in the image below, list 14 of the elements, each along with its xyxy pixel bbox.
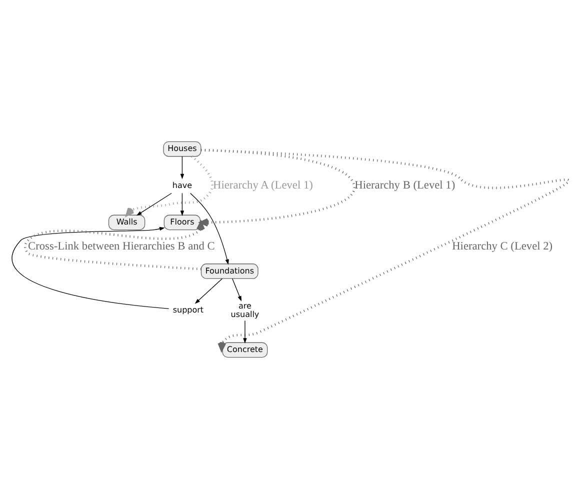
edge-label: Cross-Link between Hierarchies B and C [28,240,215,253]
arrow [24,221,205,270]
edge-label: Hierarchy B (Level 1) [354,179,456,192]
arrow [180,192,184,216]
arrow [194,278,223,304]
edge-label: Hierarchy A (Level 1) [213,179,313,192]
edge-label: Hierarchy C (Level 2) [452,240,553,253]
arrow [190,192,229,265]
arrow [243,320,247,344]
arrow [126,155,214,216]
arrow [180,156,184,180]
arrow [232,278,242,302]
arrow [12,226,170,309]
arrow [136,192,172,216]
